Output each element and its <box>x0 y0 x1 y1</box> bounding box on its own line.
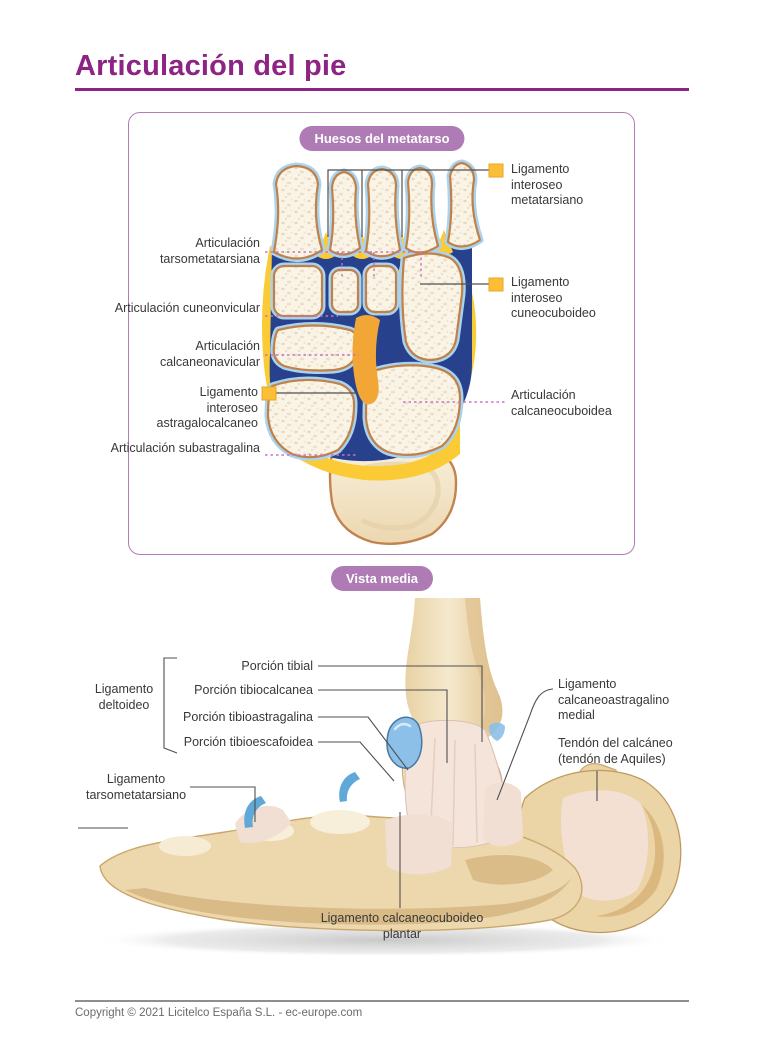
label-porcion-tibial: Porción tibial <box>241 659 313 673</box>
interosseous-orange-ligament <box>352 314 380 405</box>
label-ligamento-calcaneoastragalino-medial: Ligamento calcaneoastragalino medial <box>558 677 670 722</box>
page-title: Articulación del pie <box>75 50 347 82</box>
label-ligamento-interoseo-astragalocalcaneo: Ligamento interoseo astragalocalcaneo <box>156 385 258 430</box>
medial-view-badge: Vista media <box>330 566 434 591</box>
label-ligamento-deltoideo: Ligamento deltoideo <box>94 682 154 712</box>
label-articulacion-calcaneonavicular: Articulación calcaneonavicular <box>159 339 260 369</box>
label-tendon-del-calcaneo: Tendón del calcáneo (tendón de Aquiles) <box>558 736 673 766</box>
label-ligamento-calcaneocuboideo-plantar: Ligamento calcaneocuboideo plantar <box>320 911 484 941</box>
label-articulacion-calcaneocuboidea: Articulación calcaneocuboidea <box>511 388 612 418</box>
label-porcion-tibioescafoidea: Porción tibioescafoidea <box>183 735 313 749</box>
title-rule <box>75 88 689 91</box>
metatarsus-panel-badge: Huesos del metatarso <box>299 126 465 151</box>
label-porcion-tibioastragalina: Porción tibioastragalina <box>183 710 313 724</box>
label-articulacion-tarsometatarsiana: Articulación tarsometatarsiana <box>159 236 260 266</box>
label-porcion-tibiocalcanea: Porción tibiocalcanea <box>194 683 313 697</box>
label-ligamento-interoseo-cuneocuboideo: Ligamento interoseo cuneocuboideo <box>511 275 596 320</box>
footer-rule <box>75 1000 689 1002</box>
ground-shadow <box>95 923 675 957</box>
label-ligamento-tarsometatarsiano: Ligamento tarsometatarsiano <box>85 772 187 802</box>
label-ligamento-interoseo-metatarsiano: Ligamento interoseo metatarsiano <box>511 162 584 207</box>
metatarsus-illustration <box>262 159 484 545</box>
footer-copyright: Copyright © 2021 Licitelco España S.L. -… <box>75 1007 363 1019</box>
label-articulacion-subastragalina: Articulación subastragalina <box>110 441 260 455</box>
label-articulacion-cuneonvicular: Articulación cuneonvicular <box>114 301 260 315</box>
